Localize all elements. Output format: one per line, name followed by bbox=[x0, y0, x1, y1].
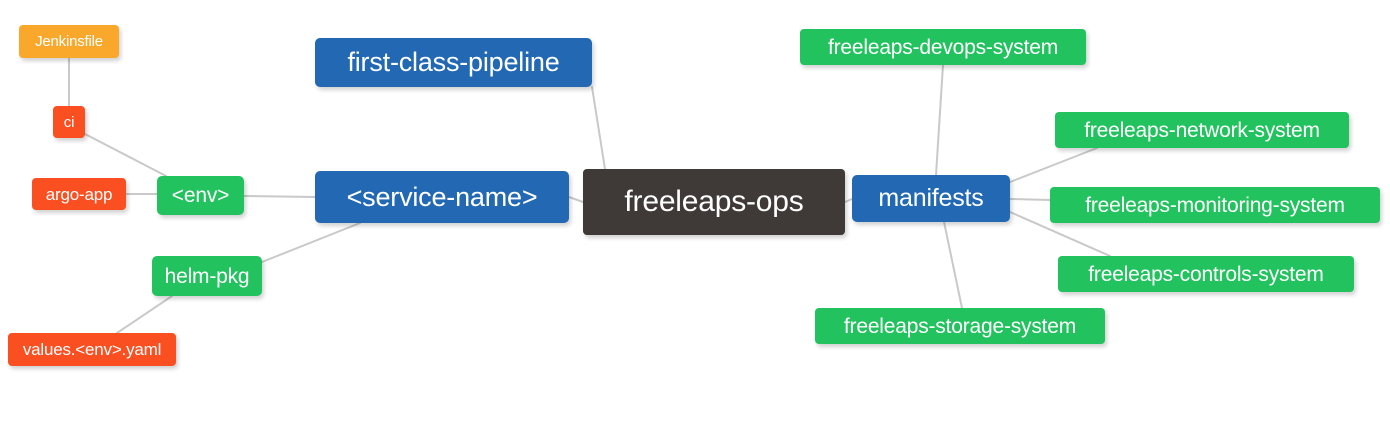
node-first-class-pipeline[interactable]: first-class-pipeline bbox=[315, 38, 592, 87]
node-label: freeleaps-storage-system bbox=[843, 314, 1077, 338]
node-label: ci bbox=[63, 113, 75, 131]
node-label: freeleaps-ops bbox=[624, 185, 804, 218]
edge-manifests-to-freeleaps-network-system bbox=[1009, 147, 1098, 183]
node-freeleaps-devops-system[interactable]: freeleaps-devops-system bbox=[800, 29, 1086, 65]
node-label: freeleaps-controls-system bbox=[1088, 262, 1324, 286]
node-freeleaps-storage-system[interactable]: freeleaps-storage-system bbox=[815, 308, 1105, 344]
edge-helm-pkg-to-values-env-yaml bbox=[116, 295, 173, 334]
edge-freeleaps-ops-to-manifests bbox=[844, 198, 853, 203]
node-freeleaps-network-system[interactable]: freeleaps-network-system bbox=[1055, 112, 1349, 148]
node-freeleaps-controls-system[interactable]: freeleaps-controls-system bbox=[1058, 256, 1354, 292]
node-label: freeleaps-monitoring-system bbox=[1085, 193, 1345, 217]
node-label: Jenkinsfile bbox=[35, 33, 103, 50]
edge-service-name-to-helm-pkg bbox=[261, 222, 361, 263]
node-label: freeleaps-network-system bbox=[1084, 118, 1320, 142]
node-label: <service-name> bbox=[346, 181, 538, 212]
node-manifests[interactable]: manifests bbox=[852, 175, 1010, 222]
node-label: argo-app bbox=[45, 184, 113, 204]
edge-manifests-to-freeleaps-devops-system bbox=[935, 64, 944, 176]
edge-service-name-to-env bbox=[243, 195, 316, 198]
edge-manifests-to-freeleaps-storage-system bbox=[943, 221, 963, 309]
node-values-env-yaml[interactable]: values.<env>.yaml bbox=[8, 333, 176, 366]
node-freeleaps-ops[interactable]: freeleaps-ops bbox=[583, 169, 845, 235]
node-label: freeleaps-devops-system bbox=[828, 35, 1058, 59]
node-argo-app[interactable]: argo-app bbox=[32, 178, 126, 210]
node-helm-pkg[interactable]: helm-pkg bbox=[152, 256, 262, 296]
edge-freeleaps-ops-to-service-name bbox=[568, 196, 584, 203]
node-service-name[interactable]: <service-name> bbox=[315, 171, 569, 223]
node-label: helm-pkg bbox=[164, 264, 250, 288]
edge-freeleaps-ops-to-first-class-pipeline bbox=[591, 86, 606, 170]
edge-env-to-ci bbox=[84, 133, 167, 177]
node-label: <env> bbox=[171, 184, 230, 207]
node-label: values.<env>.yaml bbox=[22, 340, 162, 359]
edge-manifests-to-freeleaps-monitoring-system bbox=[1009, 198, 1051, 201]
node-jenkinsfile[interactable]: Jenkinsfile bbox=[19, 25, 119, 58]
node-label: manifests bbox=[878, 184, 984, 212]
node-label: first-class-pipeline bbox=[347, 47, 560, 77]
node-ci[interactable]: ci bbox=[53, 106, 85, 138]
node-env[interactable]: <env> bbox=[157, 176, 244, 215]
node-freeleaps-monitoring-system[interactable]: freeleaps-monitoring-system bbox=[1050, 187, 1380, 223]
